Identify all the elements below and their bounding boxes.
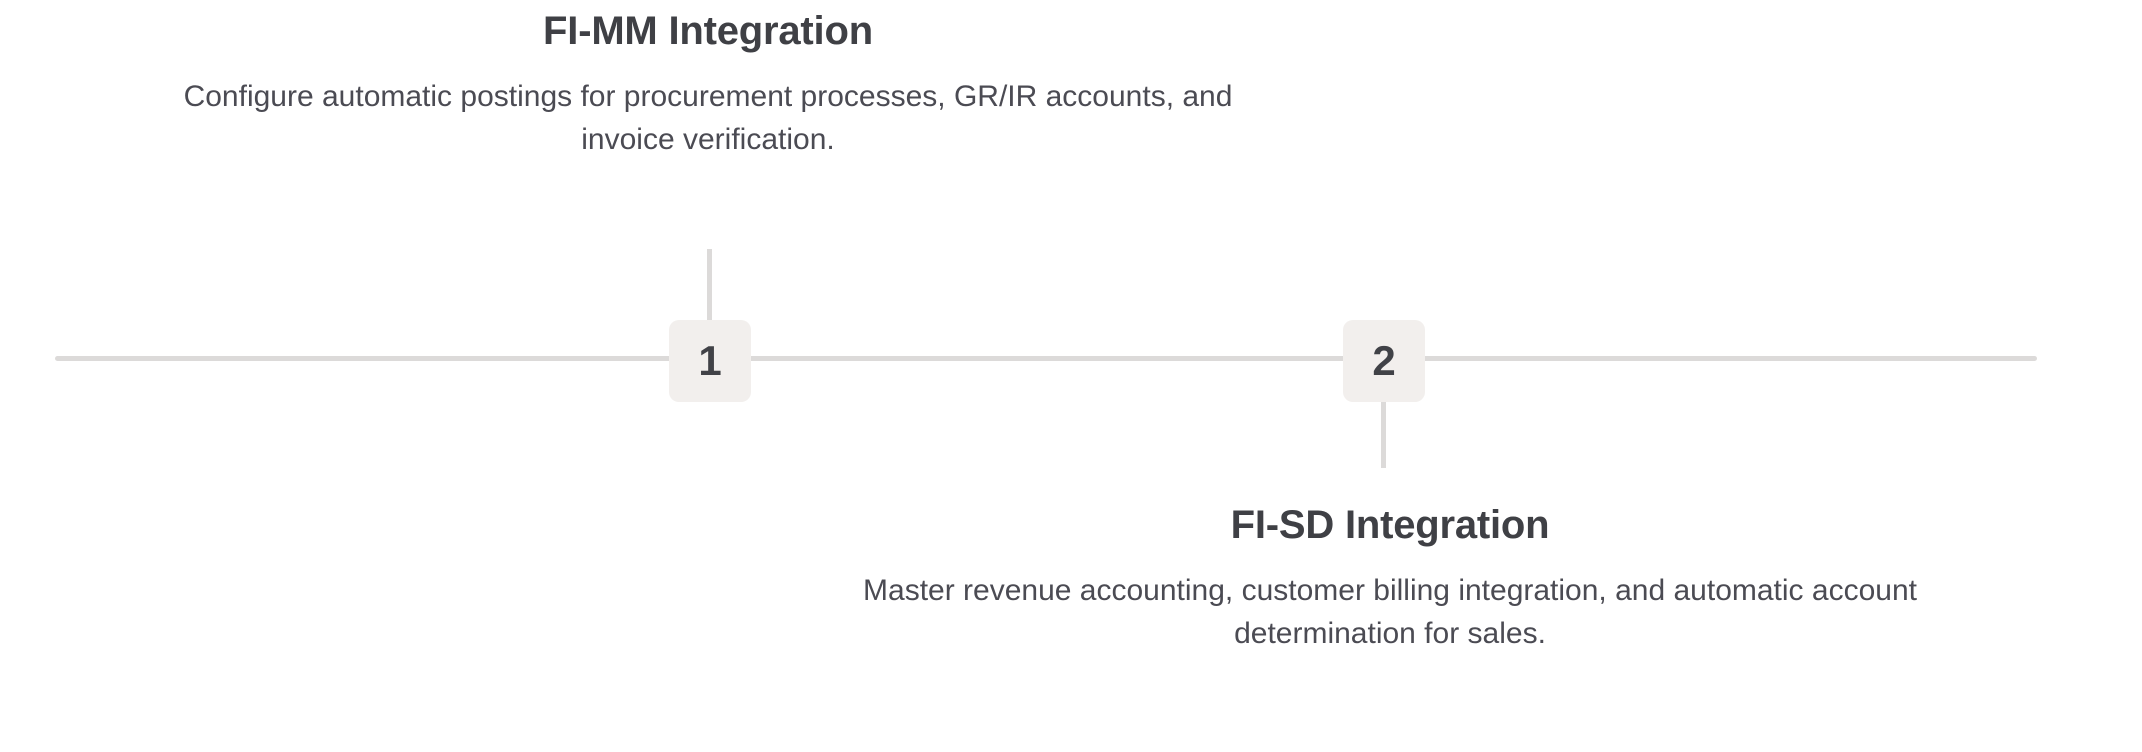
- timeline-marker-2-label: 2: [1372, 337, 1396, 384]
- timeline-item-2-content: FI-SD Integration Master revenue account…: [720, 502, 2060, 655]
- timeline-item-2-description: Master revenue accounting, customer bill…: [863, 574, 1917, 650]
- timeline-item-1-connector: [707, 249, 712, 325]
- timeline-marker-1-label: 1: [698, 337, 722, 384]
- timeline-item-1-title: FI-MM Integration: [543, 9, 873, 53]
- timeline-item-1-description: Configure automatic postings for procure…: [183, 80, 1233, 156]
- timeline-item-1-content: FI-MM Integration Configure automatic po…: [48, 8, 1368, 161]
- timeline-axis-line: [55, 356, 2037, 361]
- timeline-marker-1[interactable]: 1: [669, 320, 751, 402]
- timeline-item-2-connector: [1381, 398, 1386, 468]
- timeline-item-2-title: FI-SD Integration: [1230, 503, 1550, 547]
- timeline-marker-2[interactable]: 2: [1343, 320, 1425, 402]
